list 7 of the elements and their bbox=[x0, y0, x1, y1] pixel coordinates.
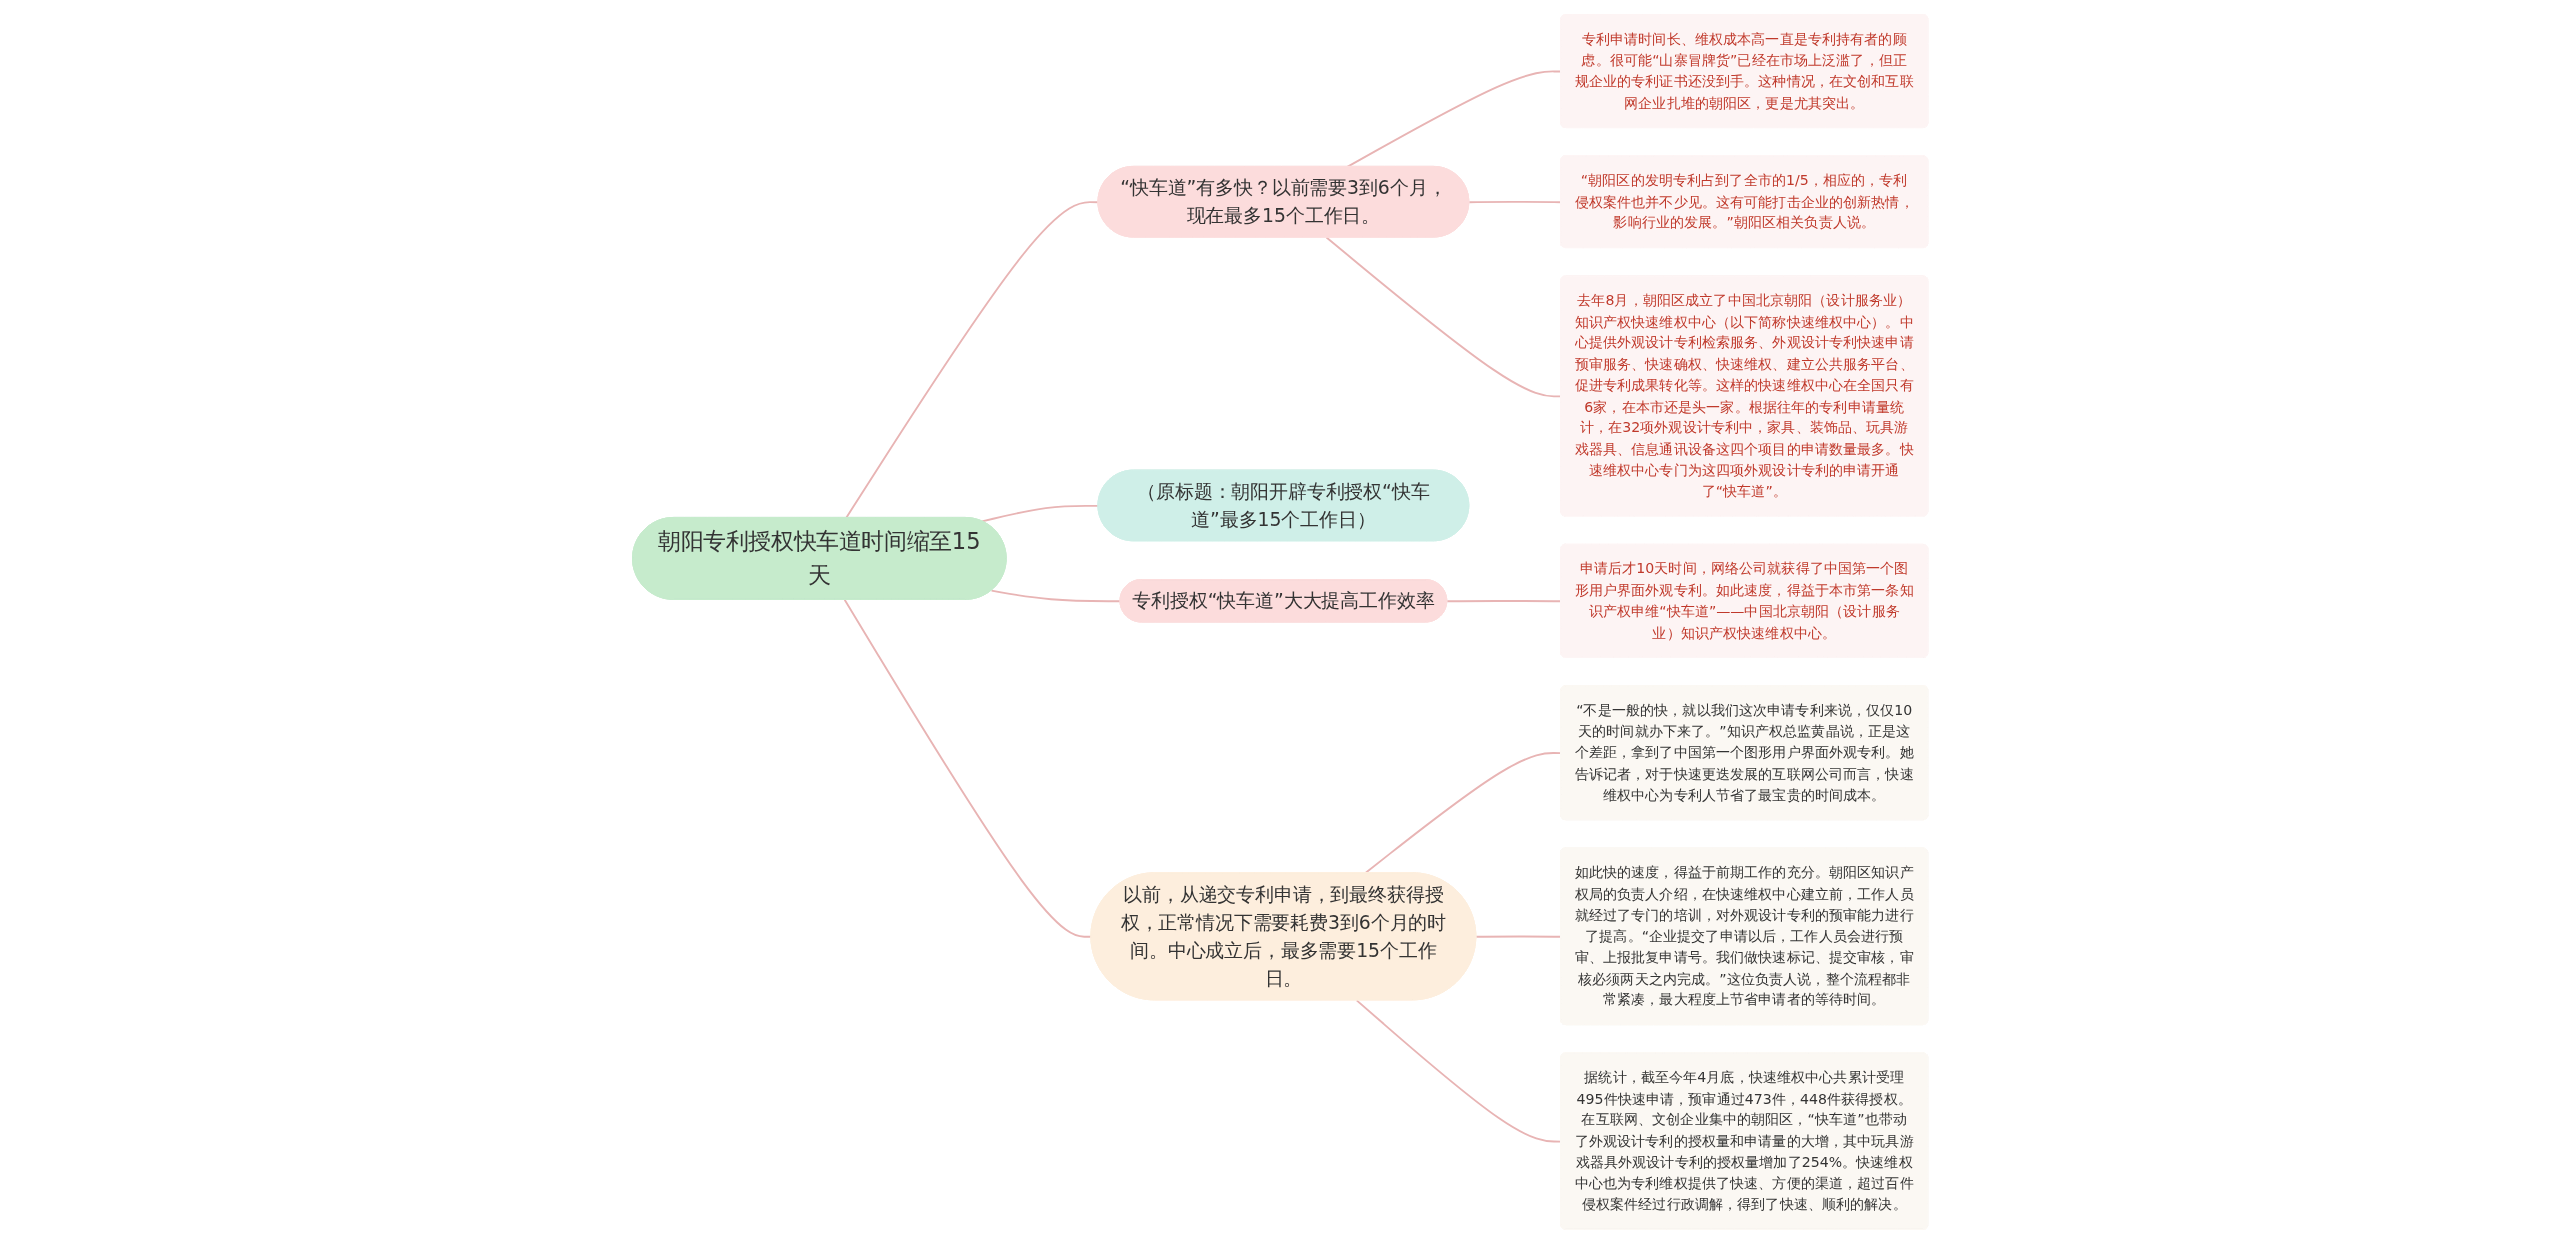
connector bbox=[1475, 935, 1562, 938]
connector bbox=[1446, 599, 1562, 602]
connector bbox=[1325, 236, 1562, 397]
connector bbox=[1364, 751, 1562, 874]
connector bbox=[1468, 200, 1562, 203]
connector bbox=[990, 589, 1122, 602]
connector bbox=[1355, 998, 1562, 1143]
